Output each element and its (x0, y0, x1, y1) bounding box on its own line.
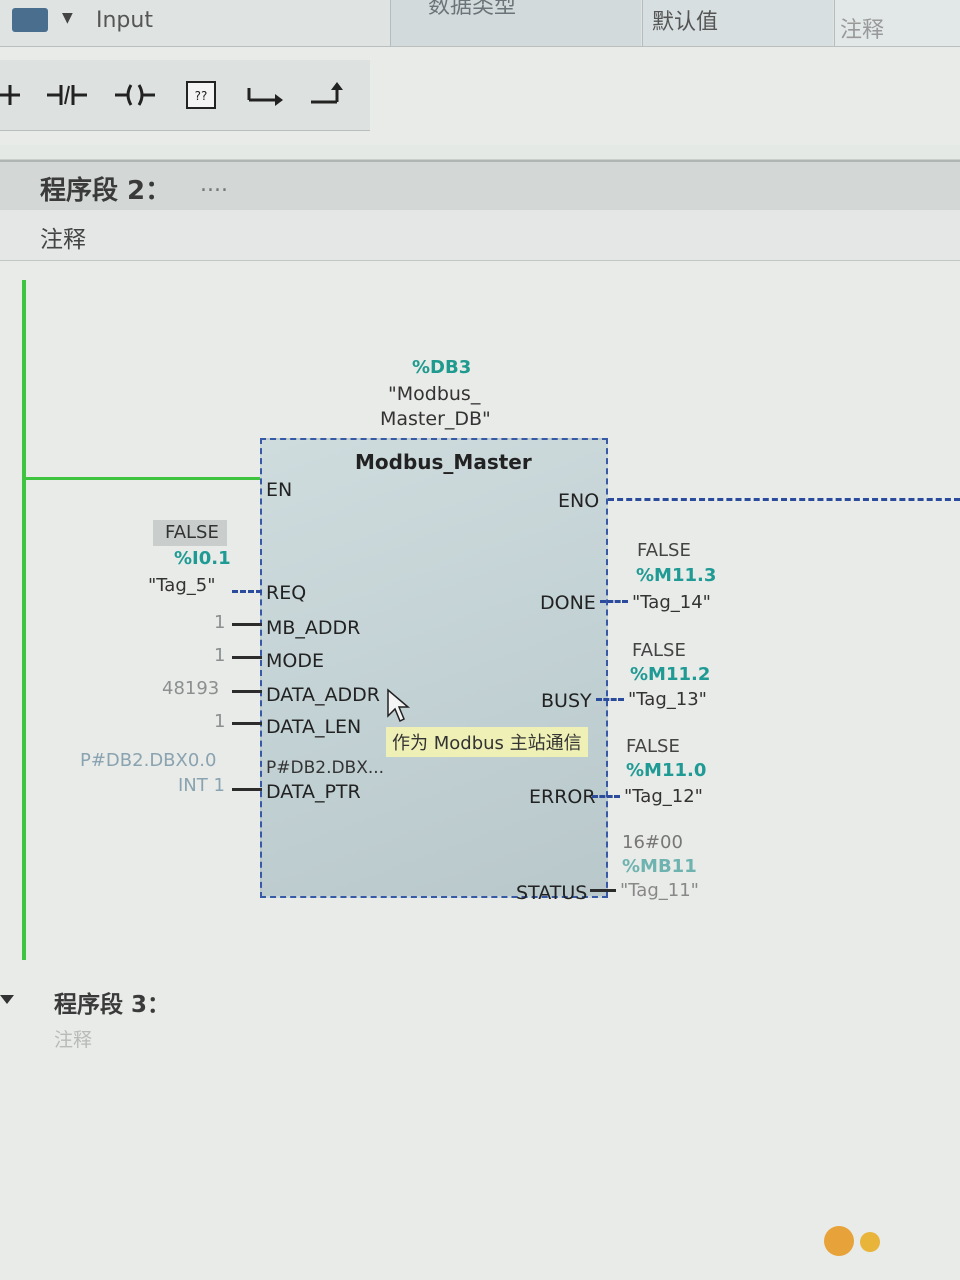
error-tag[interactable]: "Tag_12" (624, 786, 703, 807)
pin-data-addr[interactable]: DATA_ADDR (266, 684, 380, 706)
req-wire (232, 590, 262, 593)
datatype-header-label: 数据类型 (428, 0, 517, 19)
close-branch-icon[interactable] (302, 68, 352, 122)
instance-db-name-line2[interactable]: Master_DB" (380, 408, 491, 430)
datatype-column-header (390, 0, 641, 46)
mb-addr-wire (232, 623, 262, 626)
en-power-wire (24, 477, 260, 480)
comment-header-label: 注释 (840, 18, 885, 43)
mb-addr-value[interactable]: 1 (214, 612, 226, 633)
data-ptr-wire (232, 788, 262, 791)
error-wire (592, 795, 620, 798)
mouse-cursor-icon (386, 688, 412, 728)
default-column-header (642, 0, 833, 46)
modbus-master-block[interactable] (260, 438, 608, 898)
busy-tag[interactable]: "Tag_13" (628, 689, 707, 710)
pin-data-ptr-current: P#DB2.DBX... (266, 758, 385, 778)
input-section-label: Input (96, 8, 153, 33)
power-rail (22, 280, 26, 960)
pin-done[interactable]: DONE (540, 592, 596, 614)
req-address[interactable]: %I0.1 (174, 548, 231, 569)
network-2-title: 程序段 2： (40, 176, 172, 206)
collapse-network-3-icon[interactable] (0, 990, 14, 1009)
done-address[interactable]: %M11.3 (636, 565, 717, 586)
mode-value[interactable]: 1 (214, 645, 226, 666)
status-tag[interactable]: "Tag_11" (620, 880, 699, 901)
status-address[interactable]: %MB11 (622, 856, 697, 877)
busy-status: FALSE (632, 640, 686, 661)
section-icon[interactable] (12, 8, 48, 32)
status-value: 16#00 (622, 832, 683, 853)
status-wire (590, 889, 616, 892)
pin-data-ptr[interactable]: DATA_PTR (266, 781, 361, 803)
instance-db-address[interactable]: %DB3 (412, 357, 472, 378)
data-addr-value[interactable]: 48193 (162, 678, 220, 699)
open-branch-icon[interactable] (238, 68, 288, 122)
done-status: FALSE (637, 540, 691, 561)
network-3-comment[interactable]: 注释 (54, 1029, 93, 1051)
editor-separator (0, 145, 960, 160)
coil-icon[interactable] (110, 68, 160, 122)
pin-busy[interactable]: BUSY (541, 690, 592, 712)
busy-address[interactable]: %M11.2 (630, 664, 711, 685)
data-addr-wire (232, 690, 262, 693)
empty-box-icon[interactable]: ?? (176, 68, 226, 122)
pin-error[interactable]: ERROR (529, 786, 596, 808)
data-len-value[interactable]: 1 (214, 711, 226, 732)
pin-status[interactable]: STATUS (516, 882, 588, 904)
pin-req[interactable]: REQ (266, 582, 307, 604)
network-3-title: 程序段 3： (54, 992, 171, 1018)
done-wire (600, 600, 628, 603)
network-2-comment-row[interactable] (0, 210, 960, 261)
req-status: FALSE (165, 522, 219, 543)
watermark-gear-small-icon (860, 1232, 880, 1252)
default-header-label: 默认值 (652, 10, 719, 35)
pin-mb-addr[interactable]: MB_ADDR (266, 617, 361, 639)
expand-arrow-icon[interactable]: ▼ (62, 10, 73, 26)
network-2-comment[interactable]: 注释 (40, 227, 86, 253)
left-rail-button[interactable] (0, 68, 24, 122)
pin-data-len[interactable]: DATA_LEN (266, 716, 362, 738)
done-tag[interactable]: "Tag_14" (632, 592, 711, 613)
pin-eno[interactable]: ENO (558, 490, 600, 512)
pin-en[interactable]: EN (266, 479, 293, 501)
pin-mode[interactable]: MODE (266, 650, 324, 672)
data-len-wire (232, 722, 262, 725)
data-ptr-value-line2[interactable]: INT 1 (178, 775, 225, 796)
eno-wire (608, 498, 960, 501)
instance-db-name-line1[interactable]: "Modbus_ (388, 383, 481, 405)
req-status-bg (153, 520, 227, 546)
comment-column-header (834, 0, 960, 46)
busy-wire (596, 698, 624, 701)
error-address[interactable]: %M11.0 (626, 760, 707, 781)
data-ptr-value-line1[interactable]: P#DB2.DBX0.0 (80, 750, 217, 771)
svg-text:??: ?? (195, 89, 208, 103)
block-tooltip: 作为 Modbus 主站通信 (386, 727, 588, 757)
normally-open-contact-icon[interactable] (42, 68, 92, 122)
network-2-title-field[interactable]: .... (200, 172, 228, 197)
req-tag[interactable]: "Tag_5" (148, 575, 216, 596)
watermark-gear-icon (824, 1226, 854, 1256)
error-status: FALSE (626, 736, 680, 757)
block-title: Modbus_Master (355, 450, 532, 474)
mode-wire (232, 656, 262, 659)
